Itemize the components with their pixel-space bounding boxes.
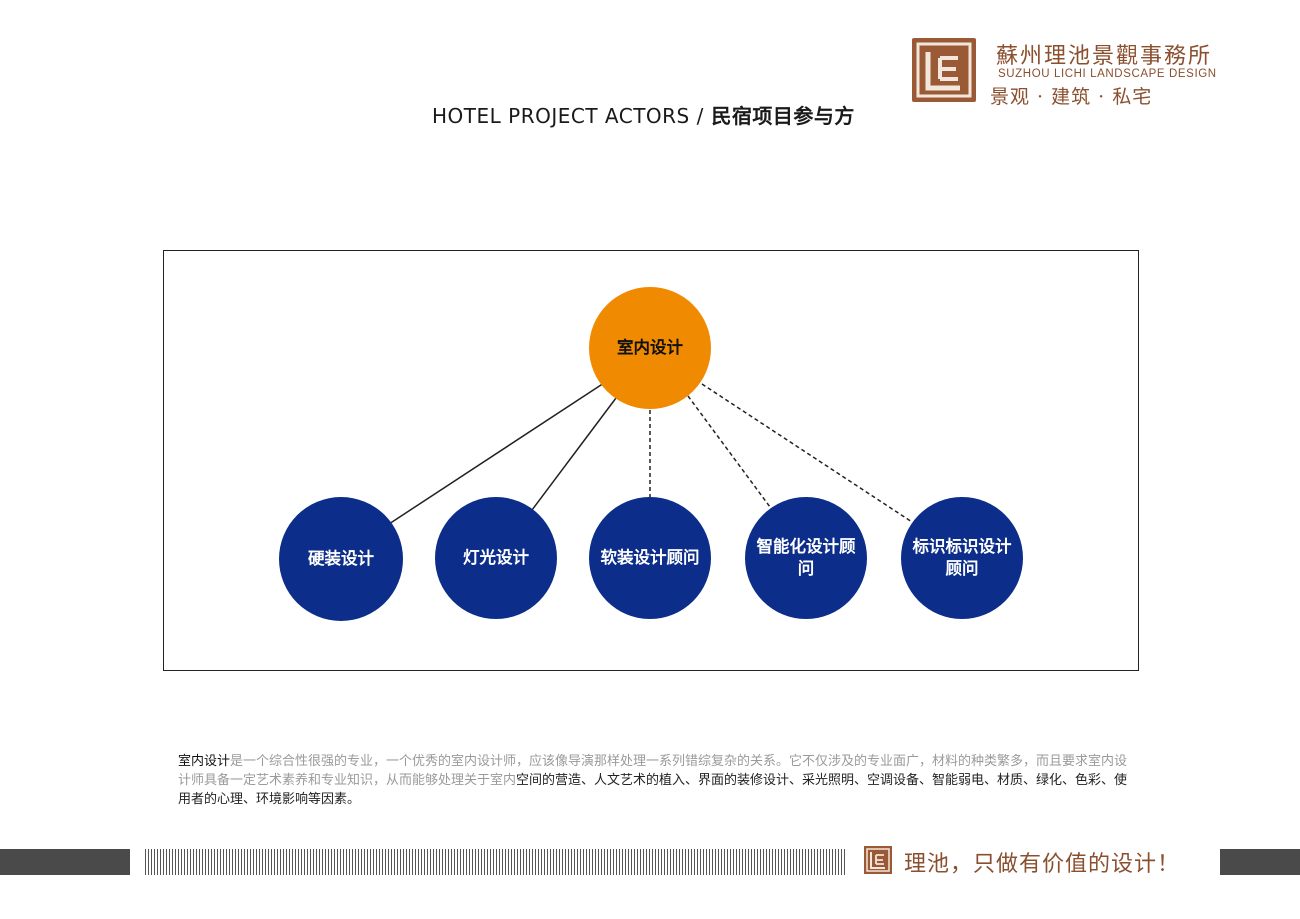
page-title: HOTEL PROJECT ACTORS / 民宿项目参与方 <box>432 100 855 129</box>
node-child: 硬装设计 <box>279 497 403 621</box>
footer-left-bar <box>0 849 130 875</box>
description-paragraph: 室内设计是一个综合性很强的专业，一个优秀的室内设计师，应该像导演那样处理一系列错… <box>178 752 1138 809</box>
logo-company-name-en: SUZHOU LICHI LANDSCAPE DESIGN <box>998 68 1217 80</box>
node-root: 室内设计 <box>589 287 711 409</box>
node-child-label: 硬装设计 <box>308 549 374 568</box>
node-root-label: 室内设计 <box>617 338 683 357</box>
description-tail: 空间的营造、人文艺术的植入、界面的装修设计、采光照明、空调设备、智能弱电、材质、… <box>178 773 1128 807</box>
logo-company-name: 蘇州理池景觀事務所 <box>996 44 1213 69</box>
node-child: 智能化设计顾问 <box>745 497 867 619</box>
node-child-label: 软装设计顾问 <box>600 548 700 567</box>
node-child: 标识标识设计顾问 <box>901 497 1023 619</box>
node-child: 软装设计顾问 <box>589 497 711 619</box>
node-child-label: 灯光设计 <box>463 548 529 567</box>
footer-right-bar <box>1220 849 1300 875</box>
description-middle: 是一个综合性很强的专业，一个优秀的室内设计师，应该像导演那样处理一系列错综复杂的… <box>178 754 1128 788</box>
logo-tagline: 景观 · 建筑 · 私宅 <box>990 86 1153 108</box>
description-lead: 室内设计 <box>178 754 231 769</box>
node-child-label: 智能化设计顾问 <box>756 537 856 578</box>
page-title-cn: 民宿项目参与方 <box>703 104 855 128</box>
footer-logo-icon <box>864 846 892 874</box>
diagram-frame <box>163 250 1139 671</box>
node-child: 灯光设计 <box>435 497 557 619</box>
footer-stripe-band <box>145 849 845 875</box>
lichi-logo-icon <box>912 38 976 102</box>
footer-slogan: 理池，只做有价值的设计！ <box>904 852 1181 877</box>
node-child-label: 标识标识设计顾问 <box>912 537 1012 578</box>
page-title-en: HOTEL PROJECT ACTORS / <box>432 104 704 128</box>
